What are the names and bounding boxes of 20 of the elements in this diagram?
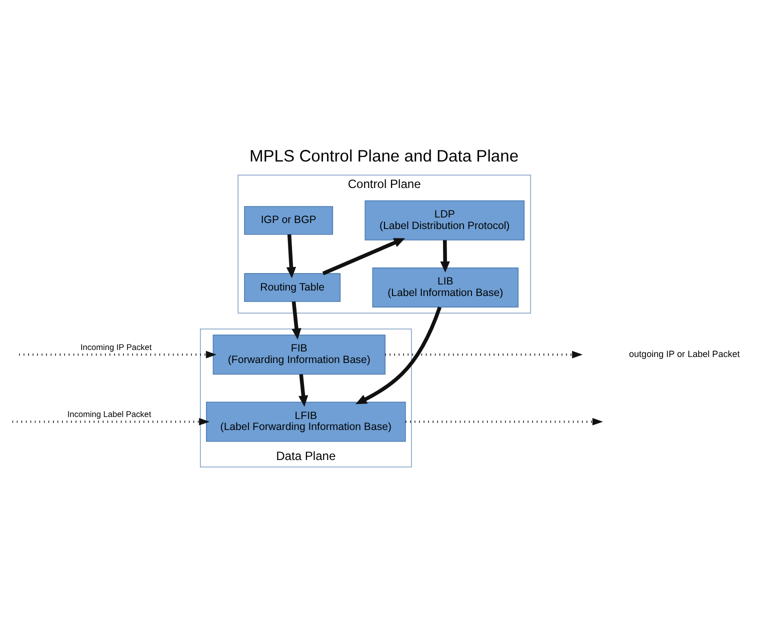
arrow [12, 418, 210, 425]
edge-label: Incoming Label Packet [67, 408, 152, 419]
arrow [406, 418, 603, 425]
arrow [356, 306, 442, 404]
arrow [298, 374, 308, 406]
node-box: IGP or BGP [244, 206, 334, 234]
arrow [322, 238, 406, 275]
node-box: LIB (Label Information Base) [372, 267, 519, 307]
arrow [286, 234, 296, 278]
diagram-title: MPLS Control Plane and Data Plane [249, 146, 519, 165]
node-box: LDP (Label Distribution Protocol) [364, 200, 525, 240]
arrow [440, 240, 450, 272]
node-box: Routing Table [244, 272, 341, 302]
node-box: FIB (Forwarding Information Base) [212, 334, 386, 374]
arrow [292, 300, 302, 340]
arrow [385, 350, 583, 358]
arrow [19, 350, 216, 358]
node-box: LFIB (Label Forwarding Information Base) [206, 401, 406, 442]
edge-label: Incoming IP Packet [80, 341, 152, 352]
label: outgoing IP or Label Packet [629, 348, 740, 358]
